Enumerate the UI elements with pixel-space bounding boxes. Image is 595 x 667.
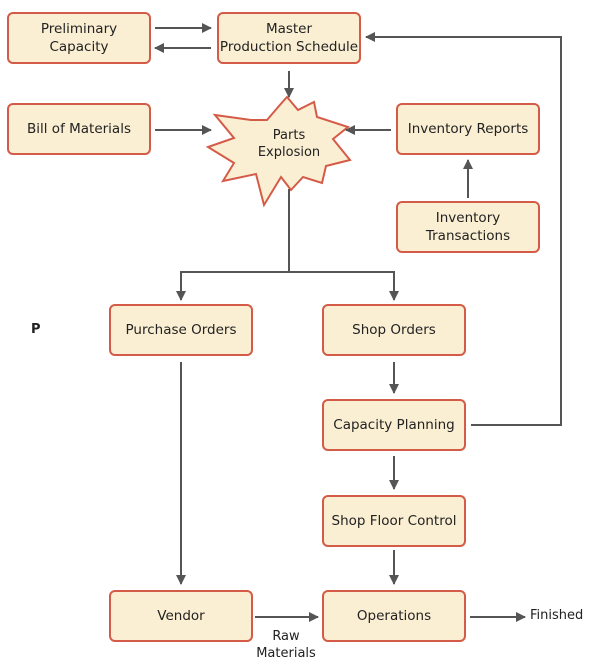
connector-capacity-feedback: [365, 32, 562, 426]
inventory-transactions-line2: Transactions: [425, 228, 511, 244]
raw-materials-label: Raw Materials: [248, 628, 324, 662]
master-production-schedule-box: Master Production Schedule: [217, 12, 361, 64]
shop-orders-box: Shop Orders: [322, 304, 466, 356]
parts-explosion-label: Parts Explosion: [244, 127, 334, 161]
inventory-reports-label: Inventory Reports: [407, 121, 529, 137]
preliminary-capacity-line2: Capacity: [49, 39, 109, 55]
bill-of-materials-label: Bill of Materials: [27, 121, 131, 137]
raw-materials-line1: Raw: [272, 629, 300, 644]
purchase-orders-label: Purchase Orders: [125, 322, 237, 338]
mps-line1: Master: [265, 21, 313, 37]
parts-explosion-line1: Parts: [272, 128, 306, 143]
operations-label: Operations: [356, 608, 432, 624]
operations-box: Operations: [322, 590, 466, 642]
stray-letter-label: P: [31, 322, 41, 337]
parts-explosion-star: [205, 95, 352, 208]
connector-parts-to-shop: [289, 271, 399, 301]
shop-floor-control-label: Shop Floor Control: [331, 513, 457, 529]
bill-of-materials-box: Bill of Materials: [7, 103, 151, 155]
parts-explosion-line2: Explosion: [257, 145, 321, 160]
vendor-label: Vendor: [157, 608, 205, 624]
preliminary-capacity-box: Preliminary Capacity: [7, 12, 151, 64]
purchase-orders-box: Purchase Orders: [109, 304, 253, 356]
connector-parts-split: [176, 189, 290, 301]
mps-line2: Production Schedule: [219, 39, 359, 55]
capacity-planning-box: Capacity Planning: [322, 399, 466, 451]
shop-orders-label: Shop Orders: [352, 322, 436, 338]
finished-label: Finished: [530, 608, 584, 623]
raw-materials-line2: Materials: [256, 646, 316, 661]
preliminary-capacity-line1: Preliminary: [40, 21, 118, 37]
inventory-transactions-line1: Inventory: [435, 210, 501, 226]
inventory-reports-box: Inventory Reports: [396, 103, 540, 155]
shop-floor-control-box: Shop Floor Control: [322, 495, 466, 547]
vendor-box: Vendor: [109, 590, 253, 642]
capacity-planning-label: Capacity Planning: [333, 417, 455, 433]
inventory-transactions-box: Inventory Transactions: [396, 201, 540, 253]
